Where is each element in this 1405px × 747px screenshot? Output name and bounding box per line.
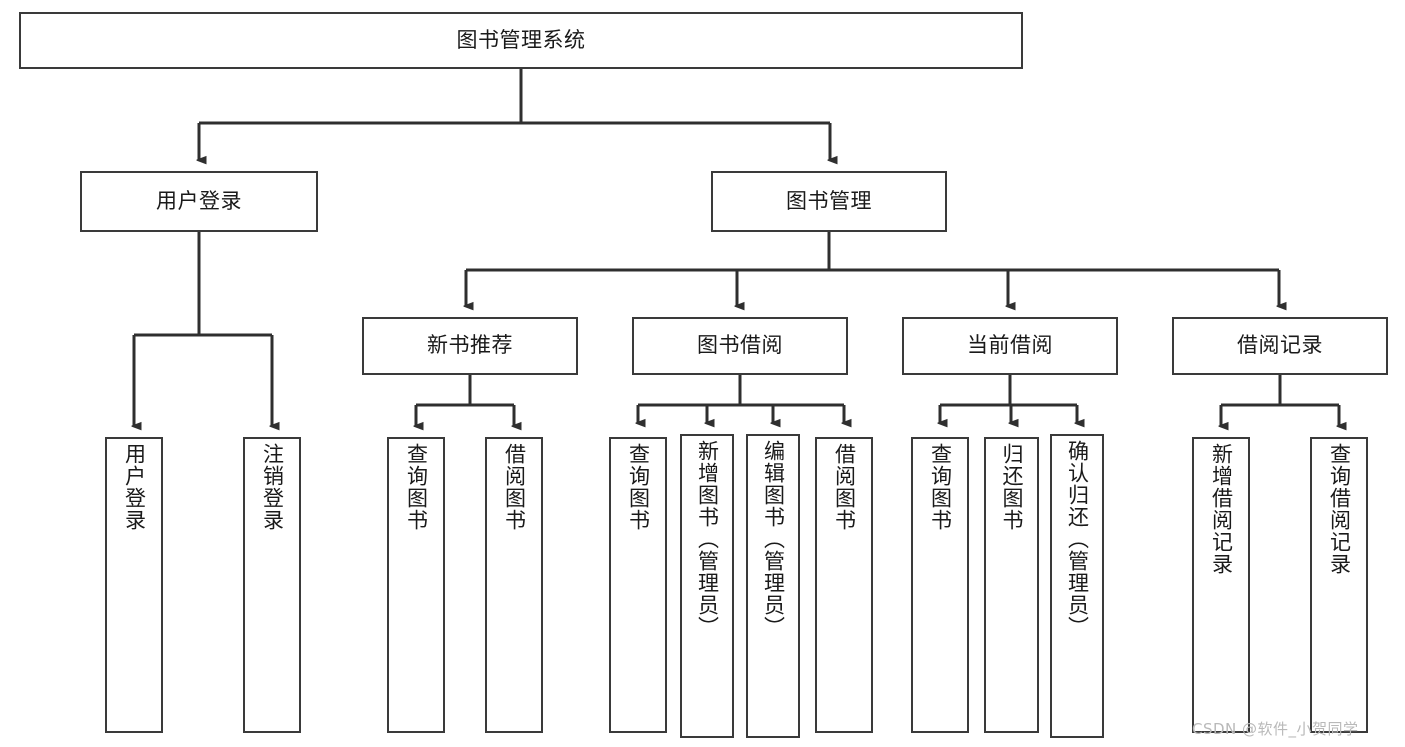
node-leaf-user-login-label: 用户登录 [122,443,147,531]
node-borrow-record-label: 借阅记录 [1237,333,1323,358]
node-leaf-borrow-book-1[interactable]: 借阅图书 [485,437,543,733]
node-current-borrow-label: 当前借阅 [967,333,1053,358]
node-leaf-query-book-1-label: 查询图书 [404,443,429,531]
node-leaf-edit-book-label: 编辑图书（管理员） [761,440,786,638]
csdn-watermark-text: CSDN @软件_小贺同学 [1192,720,1359,738]
node-leaf-return-book-label: 归还图书 [999,443,1024,531]
node-new-book-recommend-label: 新书推荐 [427,333,513,358]
node-leaf-query-book-2-label: 查询图书 [626,443,651,531]
node-leaf-borrow-book-2-label: 借阅图书 [832,443,857,531]
node-leaf-query-book-2[interactable]: 查询图书 [609,437,667,733]
node-book-borrow-label: 图书借阅 [697,333,783,358]
node-leaf-return-book[interactable]: 归还图书 [984,437,1039,733]
node-leaf-confirm-return[interactable]: 确认归还（管理员） [1050,434,1104,738]
node-leaf-edit-book[interactable]: 编辑图书（管理员） [746,434,800,738]
node-leaf-query-book-1[interactable]: 查询图书 [387,437,445,733]
node-current-borrow[interactable]: 当前借阅 [902,317,1118,375]
node-book-management-label: 图书管理 [786,188,872,213]
node-leaf-query-borrow-record-label: 查询借阅记录 [1327,443,1352,575]
node-leaf-query-book-3[interactable]: 查询图书 [911,437,969,733]
node-leaf-borrow-book-1-label: 借阅图书 [502,443,527,531]
node-book-management[interactable]: 图书管理 [711,171,947,232]
node-leaf-logout-label: 注销登录 [260,443,285,531]
node-book-borrow[interactable]: 图书借阅 [632,317,848,375]
node-root[interactable]: 图书管理系统 [19,12,1023,69]
node-leaf-user-login[interactable]: 用户登录 [105,437,163,733]
node-new-book-recommend[interactable]: 新书推荐 [362,317,578,375]
node-user-login-label: 用户登录 [156,188,242,213]
node-user-login[interactable]: 用户登录 [80,171,318,232]
csdn-watermark: CSDN @软件_小贺同学 [1192,718,1359,739]
node-leaf-borrow-book-2[interactable]: 借阅图书 [815,437,873,733]
node-leaf-query-book-3-label: 查询图书 [928,443,953,531]
node-leaf-add-borrow-record-label: 新增借阅记录 [1209,443,1234,575]
node-leaf-add-borrow-record[interactable]: 新增借阅记录 [1192,437,1250,733]
node-leaf-add-book[interactable]: 新增图书（管理员） [680,434,734,738]
node-borrow-record[interactable]: 借阅记录 [1172,317,1388,375]
node-leaf-logout[interactable]: 注销登录 [243,437,301,733]
node-leaf-add-book-label: 新增图书（管理员） [695,440,720,638]
node-root-label: 图书管理系统 [456,27,586,52]
node-leaf-query-borrow-record[interactable]: 查询借阅记录 [1310,437,1368,733]
node-leaf-confirm-return-label: 确认归还（管理员） [1065,440,1090,638]
